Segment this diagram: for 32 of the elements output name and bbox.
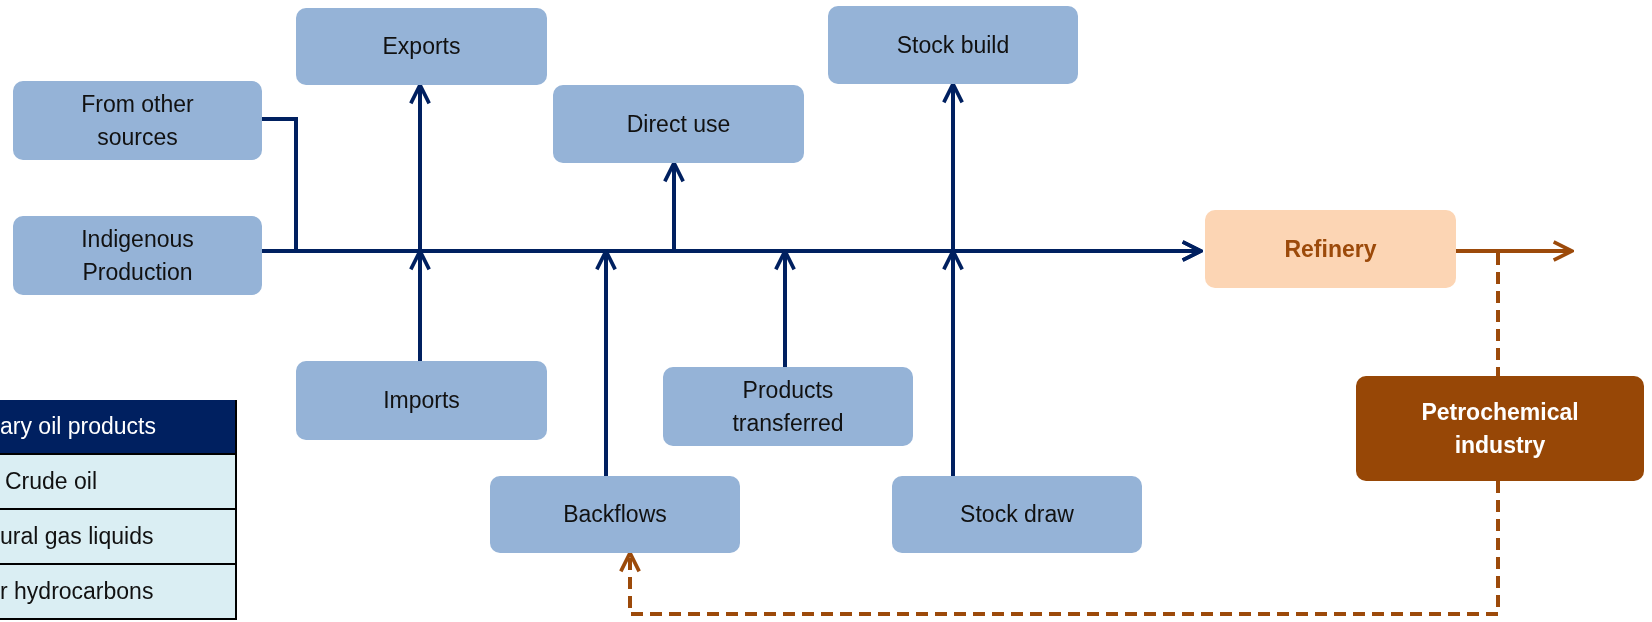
dashed-arrow — [619, 481, 1500, 616]
refinery-box — [1205, 210, 1456, 288]
node-label: Indigenous Production — [80, 225, 195, 287]
process-box — [663, 367, 913, 446]
arrow — [663, 161, 685, 251]
process-box — [892, 476, 1142, 553]
node-label: Products transferred — [731, 376, 845, 438]
node-label: From other sources — [80, 90, 195, 152]
node-label: Stock draw — [960, 500, 1074, 530]
node-label: Backflows — [563, 500, 667, 530]
process-box — [828, 6, 1078, 84]
table-cell: Crude oil — [0, 455, 235, 510]
arrow — [1456, 240, 1574, 262]
node-label: Direct use — [626, 109, 731, 139]
arrow — [409, 83, 431, 251]
process-box — [296, 8, 547, 85]
process-box — [296, 361, 547, 440]
industry-box — [1356, 376, 1644, 481]
process-box — [553, 85, 804, 163]
node-label: Petrochemical industry — [1420, 398, 1580, 460]
table-cell: r hydrocarbons — [0, 565, 235, 620]
table-cell: ary oil products — [0, 400, 235, 455]
node-label: Stock build — [896, 30, 1010, 60]
table-cell: ural gas liquids — [0, 510, 235, 565]
node-label: Refinery — [1284, 234, 1377, 264]
node-label: Exports — [382, 32, 461, 62]
arrow — [262, 117, 1203, 262]
process-box — [13, 216, 262, 295]
arrow — [942, 82, 964, 251]
process-box — [13, 81, 262, 160]
process-box — [490, 476, 740, 553]
node-label: Imports — [383, 386, 460, 416]
